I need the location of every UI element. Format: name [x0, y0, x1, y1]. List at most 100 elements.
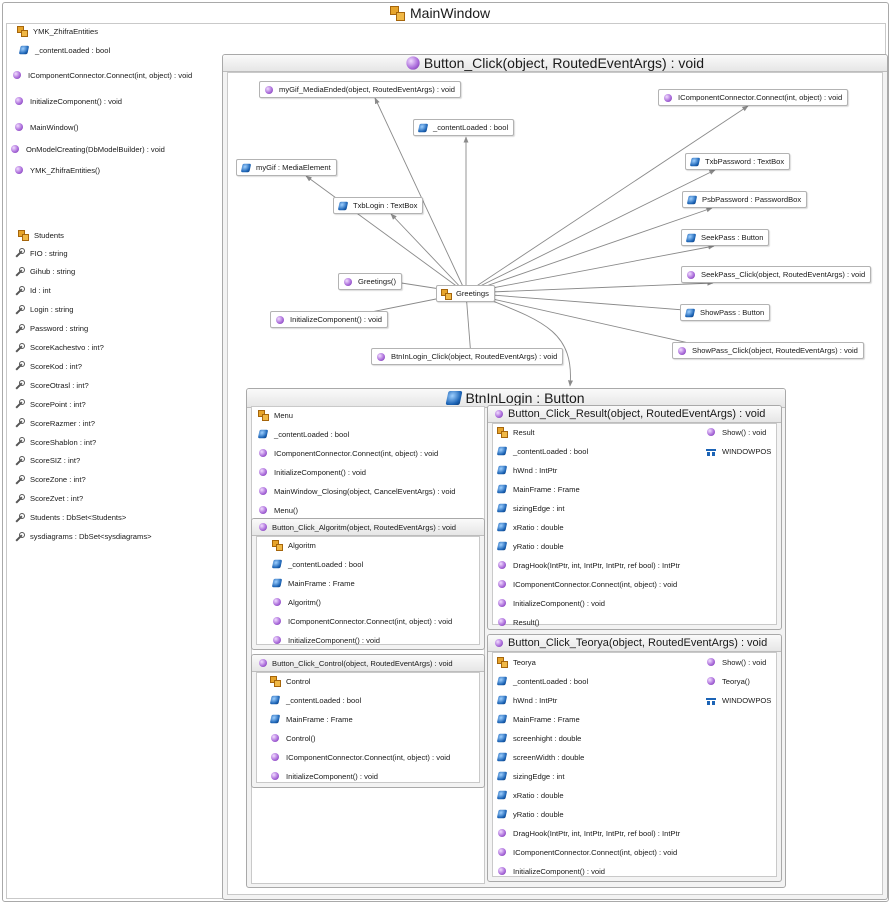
member-item[interactable]: MainWindow(): [14, 120, 79, 134]
member-item[interactable]: yRatio : double: [496, 807, 564, 821]
member-item[interactable]: ScorePoint : int?: [14, 397, 86, 411]
graph-node[interactable]: InitializeComponent() : void: [270, 311, 389, 328]
member-item[interactable]: screenhight : double: [496, 731, 581, 745]
member-item[interactable]: hWnd : IntPtr: [496, 693, 557, 707]
graph-node[interactable]: TxbPassword : TextBox: [685, 153, 791, 170]
member-item[interactable]: xRatio : double: [496, 788, 564, 802]
algoritm-group[interactable]: Button_Click_Algoritm(object, RoutedEven…: [251, 518, 485, 650]
member-item[interactable]: ScoreKod : int?: [14, 359, 82, 373]
member-item[interactable]: ScoreSIZ : int?: [14, 454, 80, 468]
graph-node[interactable]: TxbLogin : TextBox: [333, 197, 424, 214]
member-item[interactable]: _contentLoaded : bool: [271, 557, 363, 571]
member-item[interactable]: ScoreZvet : int?: [14, 492, 83, 506]
graph-node[interactable]: Greetings(): [338, 273, 402, 290]
member-item[interactable]: InitializeComponent() : void: [258, 465, 366, 479]
member-item[interactable]: YMK_ZhifraEntities(): [14, 163, 100, 177]
node-label: IComponentConnector.Connect(int, object)…: [678, 93, 843, 102]
member-item[interactable]: ScoreZone : int?: [14, 473, 86, 487]
mainwindow-header[interactable]: MainWindow: [390, 5, 490, 21]
control-group-header[interactable]: Button_Click_Control(object, RoutedEvent…: [252, 655, 484, 672]
member-item[interactable]: IComponentConnector.Connect(int, object)…: [258, 446, 438, 460]
member-item[interactable]: MainFrame : Frame: [269, 712, 353, 726]
graph-node[interactable]: myGif_MediaEnded(object, RoutedEventArgs…: [259, 81, 462, 98]
member-item[interactable]: sizingEdge : int: [496, 769, 565, 783]
field-icon: [685, 233, 697, 242]
member-item[interactable]: Login : string: [14, 303, 73, 317]
member-item[interactable]: DragHook(IntPtr, int, IntPtr, IntPtr, re…: [497, 558, 680, 572]
member-item[interactable]: OnModelCreating(DbModelBuilder) : void: [10, 142, 165, 156]
member-item[interactable]: ScoreRazmer : int?: [14, 416, 95, 430]
member-item[interactable]: Show() : void: [706, 425, 766, 439]
graph-node[interactable]: SeekPass : Button: [681, 229, 770, 246]
member-item[interactable]: xRatio : double: [496, 520, 564, 534]
member-item[interactable]: yRatio : double: [496, 539, 564, 553]
member-item[interactable]: WINDOWPOS: [706, 444, 771, 458]
member-item[interactable]: InitializeComponent() : void: [497, 596, 605, 610]
graph-node[interactable]: _contentLoaded : bool: [413, 119, 515, 136]
class-header-students[interactable]: Students: [18, 228, 64, 242]
member-item[interactable]: IComponentConnector.Connect(int, object)…: [497, 845, 677, 859]
member-label: OnModelCreating(DbModelBuilder) : void: [26, 144, 165, 154]
member-item[interactable]: WINDOWPOS: [706, 693, 771, 707]
member-item[interactable]: IComponentConnector.Connect(int, object)…: [497, 577, 677, 591]
graph-node[interactable]: myGif : MediaElement: [236, 159, 337, 176]
member-item[interactable]: Id : int: [14, 284, 51, 298]
member-item[interactable]: Control(): [270, 731, 316, 745]
member-item[interactable]: MainWindow_Closing(object, CancelEventAr…: [258, 484, 456, 498]
member-item[interactable]: Algoritm(): [272, 595, 321, 609]
graph-node[interactable]: SeekPass_Click(object, RoutedEventArgs) …: [681, 266, 872, 283]
teorya-group-header[interactable]: Button_Click_Teorya(object, RoutedEventA…: [488, 635, 781, 652]
graph-node[interactable]: ShowPass_Click(object, RoutedEventArgs) …: [672, 342, 864, 359]
member-item[interactable]: Password : string: [14, 322, 88, 336]
graph-node[interactable]: ShowPass : Button: [680, 304, 771, 321]
member-item[interactable]: Menu: [258, 408, 293, 422]
member-item[interactable]: hWnd : IntPtr: [496, 463, 557, 477]
member-item[interactable]: DragHook(IntPtr, int, IntPtr, IntPtr, re…: [497, 826, 680, 840]
member-item[interactable]: _contentLoaded : bool: [269, 693, 361, 707]
graph-node[interactable]: PsbPassword : PasswordBox: [682, 191, 808, 208]
member-item[interactable]: _contentLoaded : bool: [18, 43, 110, 57]
member-item[interactable]: InitializeComponent() : void: [14, 94, 122, 108]
member-item[interactable]: _contentLoaded : bool: [496, 674, 588, 688]
member-item[interactable]: Students : DbSet<Students>: [14, 511, 126, 525]
member-item[interactable]: Result(): [497, 615, 540, 629]
member-label: Result: [513, 427, 535, 437]
member-item[interactable]: InitializeComponent() : void: [270, 769, 378, 783]
member-item[interactable]: MainFrame : Frame: [496, 482, 580, 496]
member-item[interactable]: Gihub : string: [14, 265, 75, 279]
member-item[interactable]: Menu(): [258, 503, 298, 517]
button-click-header[interactable]: Button_Click(object, RoutedEventArgs) : …: [223, 55, 887, 72]
member-item[interactable]: Control: [270, 674, 310, 688]
member-item[interactable]: _contentLoaded : bool: [257, 427, 349, 441]
member-label: ScoreOtrasl : int?: [30, 380, 89, 390]
member-item[interactable]: _contentLoaded : bool: [496, 444, 588, 458]
greetings-node[interactable]: Greetings: [436, 285, 495, 302]
member-item[interactable]: Result: [497, 425, 535, 439]
member-item[interactable]: ScoreOtrasl : int?: [14, 378, 89, 392]
member-item[interactable]: InitializeComponent() : void: [272, 633, 380, 647]
member-item[interactable]: screenWidth : double: [496, 750, 584, 764]
result-group-header[interactable]: Button_Click_Result(object, RoutedEventA…: [488, 406, 781, 423]
member-item[interactable]: InitializeComponent() : void: [497, 864, 605, 878]
member-item[interactable]: Show() : void: [706, 655, 766, 669]
teorya-group[interactable]: Button_Click_Teorya(object, RoutedEventA…: [487, 634, 782, 882]
member-item[interactable]: Teorya: [497, 655, 536, 669]
graph-node[interactable]: IComponentConnector.Connect(int, object)…: [658, 89, 849, 106]
algoritm-group-header[interactable]: Button_Click_Algoritm(object, RoutedEven…: [252, 519, 484, 536]
member-item[interactable]: Algoritm: [272, 538, 316, 552]
member-item[interactable]: ScoreKachestvo : int?: [14, 341, 104, 355]
member-item[interactable]: FIO : string: [14, 246, 68, 260]
control-group[interactable]: Button_Click_Control(object, RoutedEvent…: [251, 654, 485, 788]
member-item[interactable]: Teorya(): [706, 674, 750, 688]
member-item[interactable]: sizingEdge : int: [496, 501, 565, 515]
member-item[interactable]: ScoreShablon : int?: [14, 435, 96, 449]
member-item[interactable]: sysdiagrams : DbSet<sysdiagrams>: [14, 530, 152, 544]
graph-node[interactable]: BtnInLogin_Click(object, RoutedEventArgs…: [371, 348, 564, 365]
result-group[interactable]: Button_Click_Result(object, RoutedEventA…: [487, 405, 782, 630]
member-item[interactable]: IComponentConnector.Connect(int, object)…: [12, 68, 192, 82]
member-item[interactable]: MainFrame : Frame: [496, 712, 580, 726]
member-item[interactable]: IComponentConnector.Connect(int, object)…: [270, 750, 450, 764]
class-header-ymk-zhifraentities[interactable]: YMK_ZhifraEntities: [17, 24, 98, 38]
member-item[interactable]: IComponentConnector.Connect(int, object)…: [272, 614, 452, 628]
member-item[interactable]: MainFrame : Frame: [271, 576, 355, 590]
